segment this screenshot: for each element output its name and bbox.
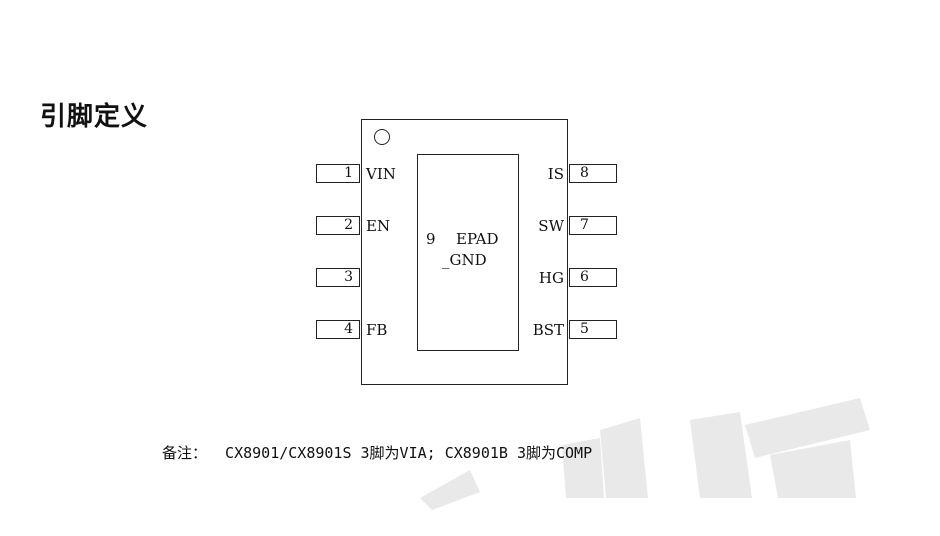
pin-box-1: 1 xyxy=(316,164,360,183)
pin-box-3: 3 xyxy=(316,268,360,287)
epad-number: 9 xyxy=(426,230,436,248)
pin-box-5: 5 xyxy=(569,320,617,339)
pin-box-2: 2 xyxy=(316,216,360,235)
pin-label-bst: BST xyxy=(532,321,564,339)
pin1-indicator xyxy=(374,129,390,145)
epad-label-gnd: _GND xyxy=(442,251,487,269)
pin-label-fb: FB xyxy=(366,321,388,339)
ic-package-body xyxy=(361,119,568,385)
pin-label-en: EN xyxy=(366,217,391,235)
epad-label: EPAD xyxy=(456,230,499,248)
pin-box-4: 4 xyxy=(316,320,360,339)
footnote: 备注： CX8901/CX8901S 3脚为VIA; CX8901B 3脚为CO… xyxy=(162,444,593,462)
pin-box-7: 7 xyxy=(569,216,617,235)
pin-box-8: 8 xyxy=(569,164,617,183)
pin-label-sw: SW xyxy=(538,217,564,235)
pin-label-hg: HG xyxy=(538,269,564,287)
pin-label-vin: VIN xyxy=(366,165,396,183)
pin-label-is: IS xyxy=(547,165,564,183)
pin-box-6: 6 xyxy=(569,268,617,287)
exposed-pad xyxy=(417,154,519,351)
page-heading: 引脚定义 xyxy=(40,102,149,132)
